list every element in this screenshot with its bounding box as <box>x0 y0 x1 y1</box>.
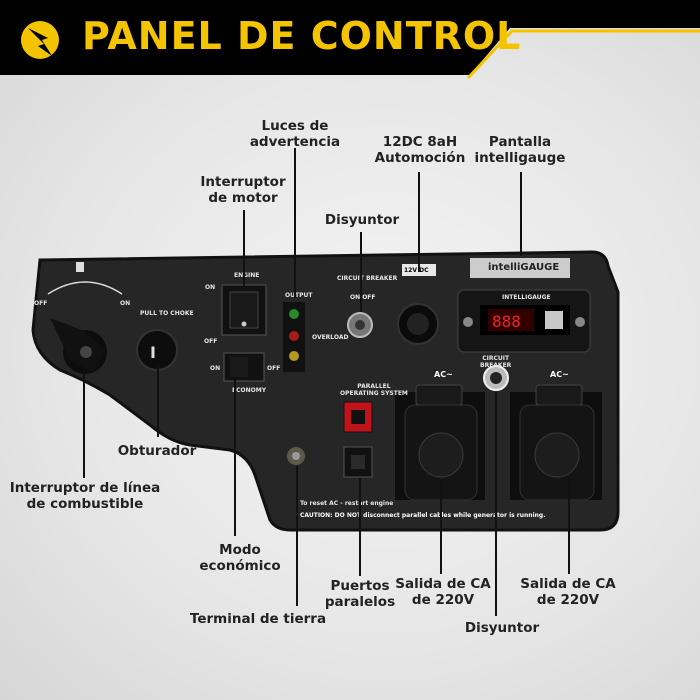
svg-text:888: 888 <box>492 312 521 331</box>
label-obturador: Obturador <box>117 443 197 459</box>
ac-outlet-2 <box>510 384 602 501</box>
label-salida-ca-1: Salida de CA de 220V <box>395 576 491 608</box>
economy-on-text: ON <box>210 365 221 372</box>
intelligauge-logo-b: GAUGE <box>520 262 560 273</box>
header-bar <box>0 0 700 80</box>
overload-text: OVERLOAD <box>312 334 349 341</box>
output-text: OUTPUT <box>285 292 313 299</box>
intelligauge-small-text: INTELLIGAUGE <box>502 294 551 301</box>
leader-salida-2 <box>568 480 570 574</box>
circuit-breaker-text: CIRCUIT BREAKER <box>337 275 398 282</box>
reset-note-text: To reset AC - restart engine <box>300 500 394 507</box>
fuel-valve-knob <box>50 318 107 374</box>
label-interruptor-motor: Interruptor de motor <box>200 174 286 206</box>
economy-off-text: OFF <box>267 365 281 372</box>
leader-motor <box>243 210 245 290</box>
label-salida-ca-2: Salida de CA de 220V <box>520 576 616 608</box>
label-terminal-tierra: Terminal de tierra <box>189 611 327 627</box>
leader-paralelos <box>359 478 361 576</box>
ac-outlet-1 <box>395 384 485 501</box>
leader-modo <box>234 378 236 536</box>
label-combustible: Interruptor de línea de combustible <box>9 480 161 512</box>
leader-disyuntor-bottom <box>495 392 497 616</box>
ac-label-1: AC~ <box>434 370 453 379</box>
pull-to-choke-text: PULL TO CHOKE <box>140 310 194 317</box>
label-12v-dc: 12DC 8aH Automoción <box>374 134 466 166</box>
caution-text: CAUTION: DO NOT disconnect parallel cabl… <box>300 512 546 519</box>
leader-disyuntor-top <box>360 232 362 312</box>
dc-badge-text: 12V DC <box>404 267 429 274</box>
intelligauge-logo-a: intelli <box>488 262 521 273</box>
lightning-bolt-logo-icon <box>21 21 59 59</box>
label-modo-economico: Modo económico <box>199 542 281 574</box>
label-pantalla: Pantalla intelligauge <box>474 134 566 166</box>
fuel-on-text: ON <box>120 300 131 307</box>
leader-obturador <box>157 365 159 437</box>
label-luces-advertencia: Luces de advertencia <box>249 118 341 150</box>
circuit-breaker-2-text: CIRCUIT BREAKER <box>480 355 512 369</box>
svg-text:I: I <box>150 343 156 362</box>
label-disyuntor-bottom: Disyuntor <box>464 620 540 636</box>
leader-combustible <box>83 370 85 478</box>
intelligauge-logo: intelliGAUGE <box>488 262 559 273</box>
engine-on-text: ON <box>205 284 216 291</box>
ac-label-2: AC~ <box>550 370 569 379</box>
fuel-off-text: OFF <box>34 300 48 307</box>
parallel-system-text: PARALLEL OPERATING SYSTEM <box>340 383 408 397</box>
leader-pantalla <box>520 172 522 256</box>
page-title: PANEL DE CONTROL <box>82 14 522 58</box>
leader-tierra <box>296 466 298 606</box>
engine-off-text: OFF <box>204 338 218 345</box>
leader-12v <box>418 172 420 272</box>
label-puertos-paralelos: Puertos paralelos <box>324 578 396 610</box>
label-disyuntor-top: Disyuntor <box>324 212 400 228</box>
leader-salida-1 <box>440 480 442 574</box>
engine-text: ENGINE <box>234 272 260 279</box>
economy-text: ECONOMY <box>232 387 267 394</box>
leader-luces <box>294 148 296 298</box>
breaker-on-off-text: ON OFF <box>350 294 376 301</box>
